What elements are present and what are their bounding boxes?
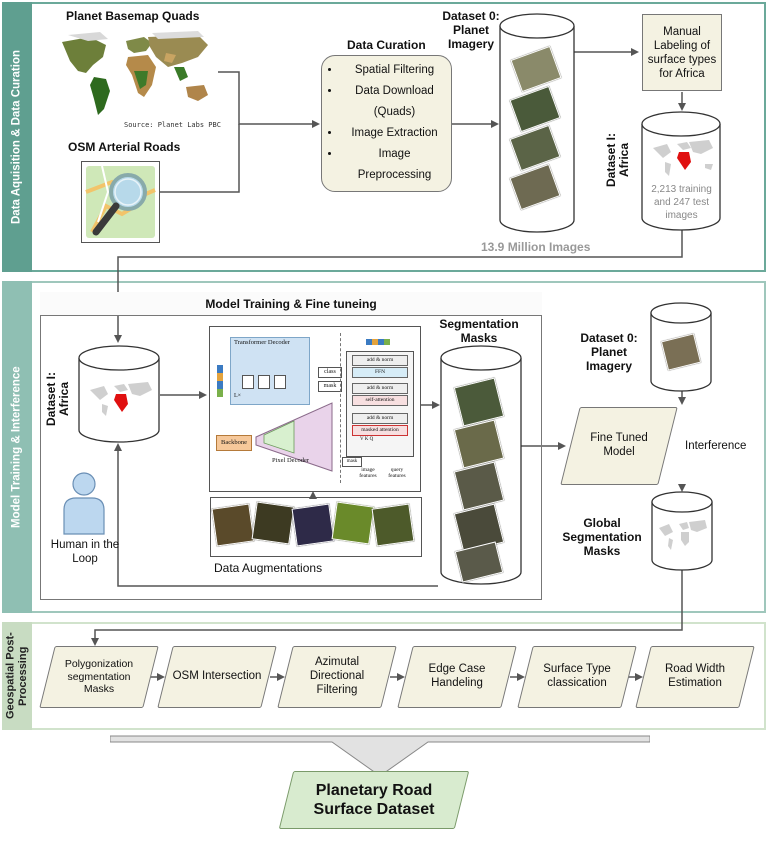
step-label: Road Width Estimation — [664, 663, 726, 689]
step-polygonization: Polygonization segmentation Masks — [39, 646, 159, 708]
decoder-block — [274, 375, 286, 389]
data-curation-title: Data Curation — [347, 38, 426, 52]
curation-item: Image Extraction — [341, 123, 448, 144]
step-surface-type: Surface Type classication — [517, 646, 637, 708]
augmented-image — [251, 501, 295, 545]
arch-add-norm: add & norm — [352, 383, 408, 394]
query-tokens — [217, 365, 223, 397]
osm-title: OSM Arterial Roads — [68, 140, 181, 154]
augmented-image — [211, 503, 255, 547]
arch-add-norm: add & norm — [352, 413, 408, 424]
step-road-width: Road Width Estimation — [635, 646, 755, 708]
step-osm-intersection: OSM Intersection — [157, 646, 277, 708]
pixel-decoder-label: Pixel Decoder — [272, 457, 310, 464]
training-panel-title: Model Training & Fine tuneing — [40, 292, 542, 316]
arch-mask-small: mask — [342, 457, 362, 467]
augmentations-label: Data Augmentations — [214, 561, 323, 575]
dataset0-count: 13.9 Million Images — [481, 240, 591, 254]
data-curation-box — [321, 55, 452, 192]
arch-add-norm: add & norm — [352, 355, 408, 366]
output-tokens — [366, 339, 390, 345]
data-curation-list: Spatial Filtering Data Download (Quads) … — [323, 60, 448, 186]
arch-self-attention: self-attention — [352, 395, 408, 406]
osm-logo — [81, 161, 160, 243]
global-masks-cylinder — [651, 491, 713, 571]
basemap-source: Source: Planet Labs PBC — [124, 121, 221, 129]
arch-kqv: V K Q — [360, 437, 374, 442]
output-dataset: Planetary Road Surface Dataset — [278, 771, 470, 829]
manual-labeling-box: Manual Labeling of surface types for Afr… — [642, 14, 722, 91]
step-label: Edge Case Handeling — [428, 663, 486, 689]
class-box: class — [318, 367, 342, 378]
step-label: Surface Type classication — [543, 663, 611, 689]
curation-item: Spatial Filtering — [341, 60, 448, 81]
step-label: Polygonization segmentation Masks — [64, 658, 134, 696]
fine-tuned-model-label: Fine Tuned Model — [590, 432, 648, 458]
human-loop-label: Human in the Loop — [50, 539, 120, 565]
world-map-icon — [659, 520, 707, 550]
step-azimuthal-filtering: Azimutal Directional Filtering — [277, 646, 397, 708]
decoder-block — [242, 375, 254, 389]
dataset0-label-mid: Dataset 0: Planet Imagery — [580, 331, 638, 373]
backbone-box: Backbone — [216, 435, 252, 451]
step-label: Azimutal Directional Filtering — [309, 656, 365, 696]
augmented-image — [371, 503, 415, 547]
augmentations-box — [210, 497, 422, 557]
augmented-image — [291, 503, 335, 547]
fine-tuned-model: Fine Tuned Model — [560, 407, 678, 485]
dataset0-label: Dataset 0: Planet Imagery — [442, 9, 500, 51]
curation-item: Image Preprocessing — [341, 144, 448, 186]
manual-labeling-text: Manual Labeling of surface types for Afr… — [647, 25, 717, 80]
output-dataset-label: Planetary Road Surface Dataset — [313, 782, 435, 818]
augmented-image — [331, 501, 375, 545]
pixel-decoder-shape — [255, 402, 333, 472]
mask-box: mask — [318, 381, 342, 392]
funnel-arrow — [110, 735, 650, 777]
global-masks-label: Global Segmentation Masks — [562, 516, 642, 558]
africa-highlight — [677, 152, 691, 170]
curation-item: Data Download (Quads) — [341, 81, 448, 123]
world-map-image — [48, 27, 218, 122]
model-architecture: Transformer Decoder L× class mask Backbo… — [209, 326, 421, 492]
lx-label: L× — [234, 393, 242, 399]
arch-ffn: FFN — [352, 367, 408, 378]
transformer-decoder-label: Transformer Decoder — [234, 339, 290, 346]
decoder-block — [258, 375, 270, 389]
dataset1-label-top: Dataset I: Africa — [604, 132, 631, 188]
interference-label: Interference — [685, 440, 747, 452]
arch-image-features: image features — [359, 467, 377, 479]
magnifier-map-icon — [85, 165, 156, 238]
world-map-icon — [653, 140, 713, 176]
person-icon — [63, 472, 105, 535]
arch-masked-attention: masked attention — [352, 425, 408, 436]
step-label: OSM Intersection — [172, 670, 262, 683]
dataset1-cylinder-top — [641, 111, 721, 231]
dataset1-stats: 2,213 training and 247 test images — [651, 184, 712, 221]
transformer-decoder-box — [230, 337, 310, 405]
dataset1-cylinder-mid — [78, 345, 160, 443]
segmentation-masks-label: Segmentation Masks — [439, 317, 519, 345]
dataset1-label-mid: Dataset I: Africa — [44, 371, 71, 427]
arch-divider — [340, 333, 341, 483]
arch-query-features: query features — [388, 467, 406, 479]
step-edge-case-handling: Edge Case Handeling — [397, 646, 517, 708]
basemap-title: Planet Basemap Quads — [66, 9, 200, 23]
